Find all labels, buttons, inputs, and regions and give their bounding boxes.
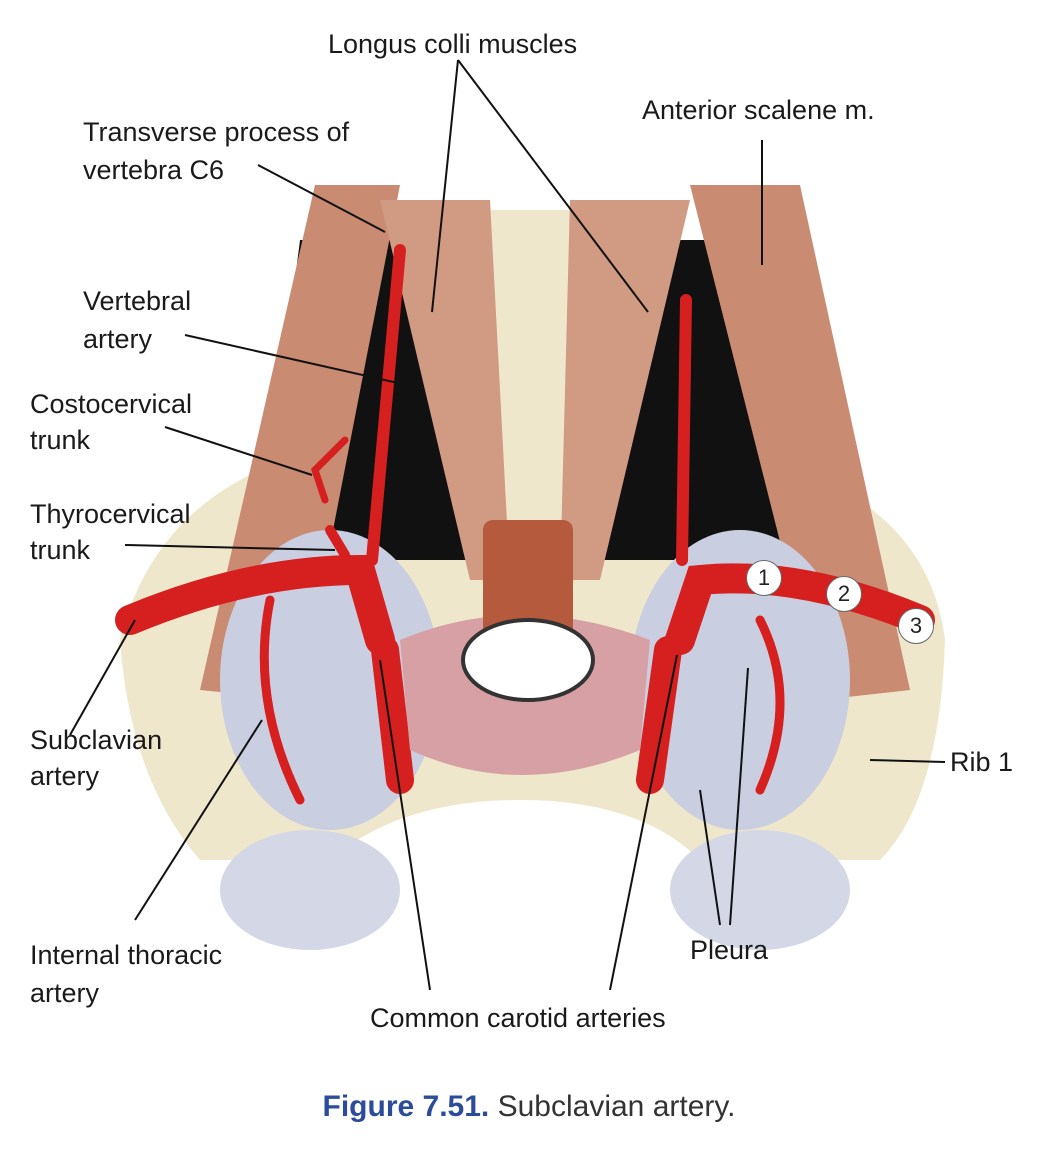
left-pleura-cupola [220, 830, 400, 950]
left-longus-colli [380, 200, 510, 580]
right-common-carotid [636, 636, 682, 794]
label-thyrocervical-1: Thyrocervical [30, 499, 191, 529]
right-longus-colli [560, 200, 690, 580]
thyrocervical-trunk [325, 525, 350, 560]
label-vertebral-1: Vertebral [83, 286, 192, 316]
left-vertebral-artery [366, 244, 406, 566]
left-common-carotid [371, 636, 414, 794]
label-subclavian-1: Subclavian [30, 725, 163, 755]
marker-3: 3 [898, 608, 934, 644]
label-thyrocervical-2: trunk [30, 535, 91, 565]
right-internal-thoracic-artery [755, 615, 785, 795]
left-subclavian-artery [115, 554, 395, 655]
label-costocervical-1: Costocervical [30, 389, 193, 419]
figure-caption-text: Subclavian artery. [497, 1090, 736, 1123]
label-transverse-process-1: Transverse process of [83, 117, 350, 147]
marker-2: 2 [826, 576, 862, 612]
label-longus-colli: Longus colli muscles [328, 29, 578, 59]
figure-number: Figure 7.51. [322, 1090, 490, 1123]
leader-lines [69, 59, 946, 991]
right-anterior-scalene [690, 185, 910, 700]
right-vertebral-artery [676, 294, 692, 566]
costocervical-trunk [310, 436, 349, 504]
label-anterior-scalene: Anterior scalene m. [642, 95, 875, 125]
right-pleura-cupola [670, 830, 850, 950]
trachea [483, 520, 573, 640]
trachea-lumen [461, 618, 595, 702]
label-pleura: Pleura [690, 935, 769, 965]
left-internal-thoracic-artery [259, 595, 305, 805]
label-internal-thoracic-2: artery [30, 978, 100, 1008]
label-subclavian-2: artery [30, 761, 100, 791]
label-vertebral-2: artery [83, 324, 153, 354]
marker-1: 1 [746, 560, 782, 596]
label-costocervical-2: trunk [30, 425, 91, 455]
label-internal-thoracic-1: Internal thoracic [30, 940, 223, 970]
figure-caption: Figure 7.51. Subclavian artery. [0, 1090, 1058, 1124]
right-subclavian-artery [665, 563, 935, 655]
label-transverse-process-2: vertebra C6 [83, 155, 225, 185]
label-rib-1: Rib 1 [950, 747, 1014, 777]
label-common-carotid: Common carotid arteries [370, 1003, 666, 1033]
